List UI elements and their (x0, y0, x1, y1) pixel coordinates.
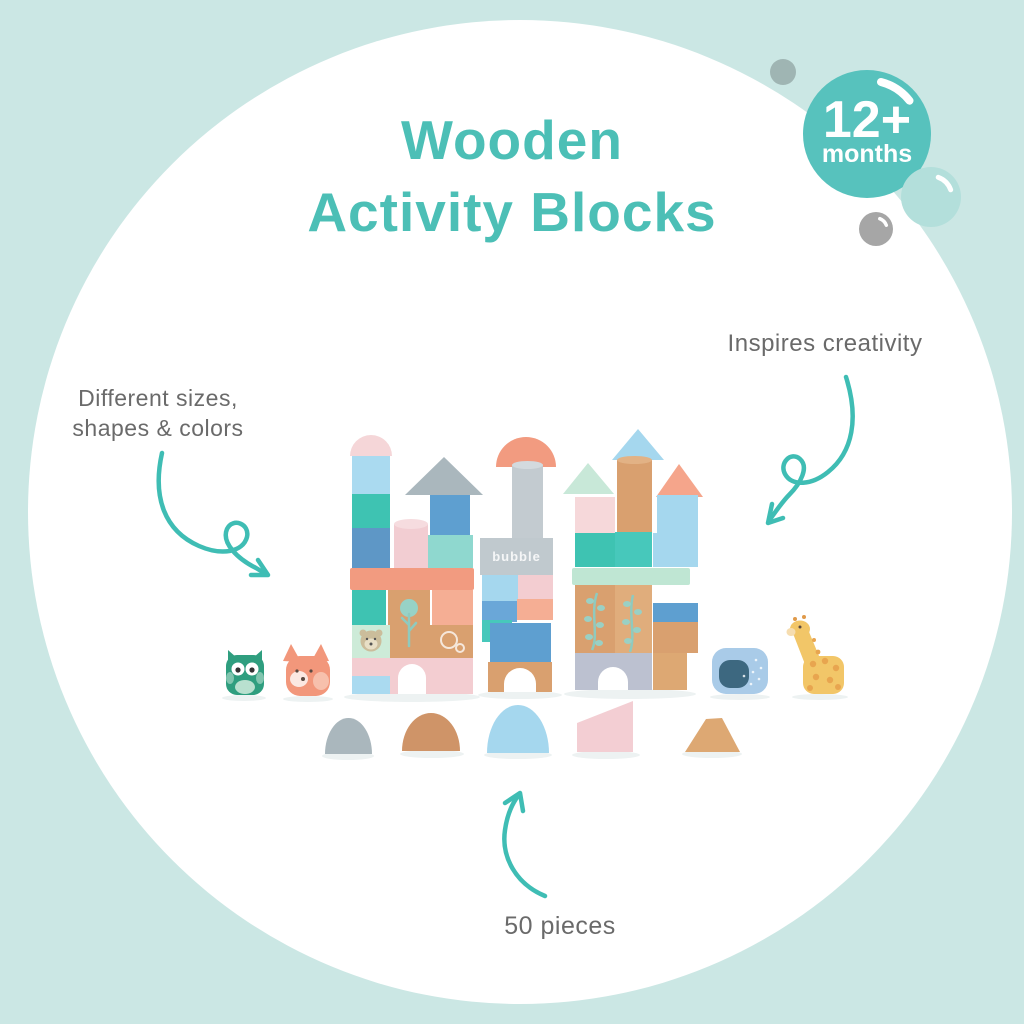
brand-logo-block: bubble (480, 538, 553, 575)
age-badge-age: 12+ (823, 91, 911, 149)
owl-figure (226, 650, 264, 695)
leaf-print-icon (584, 592, 605, 651)
callout-piece-count: 50 pieces (504, 912, 616, 940)
wedge-block-wood (685, 718, 740, 752)
tower-right (563, 429, 703, 690)
tower-left (350, 435, 483, 694)
fox-figure (283, 644, 330, 696)
callout-sizes-shapes: Different sizes, shapes & colors (38, 383, 278, 443)
arrow-right-curved-icon (765, 374, 855, 526)
giraffe-figure (786, 615, 844, 694)
bear-print-icon (359, 629, 383, 652)
bubble-decorations (770, 59, 961, 246)
half-cylinder-block-wood (402, 713, 460, 751)
callout-creativity: Inspires creativity (727, 330, 923, 357)
ground-shadows (222, 689, 848, 760)
tree-print-icon (400, 599, 418, 648)
bubble-teal-shine-icon (935, 174, 954, 193)
rattle-print-icon (440, 631, 465, 653)
age-badge-unit: months (822, 140, 912, 168)
blocks-castle-photo: bubble (222, 429, 848, 760)
badge-shine-arc-icon (877, 78, 914, 105)
bubble-teal-icon (901, 167, 961, 227)
title-line-1: Wooden (401, 109, 623, 171)
age-badge-circle (803, 70, 931, 198)
age-badge: 12+ months (803, 70, 931, 198)
leaf-print-icon (622, 594, 642, 653)
wedge-block-pink (577, 701, 633, 752)
arch-block-gray (325, 718, 372, 754)
elephant-figure (712, 648, 768, 694)
arrow-left-curved-icon (156, 450, 271, 578)
tower-middle: bubble (480, 437, 556, 692)
arrow-bottom-curved-icon (502, 790, 548, 899)
title-line-2: Activity Blocks (307, 181, 717, 243)
page-title: Wooden Activity Blocks (0, 104, 1024, 248)
bubble-gray-shine-icon (878, 216, 889, 227)
callout-left-line-1: Different sizes, (78, 385, 238, 411)
half-dome-block-blue (487, 705, 549, 753)
bubble-small-icon (770, 59, 796, 85)
brand-logo-text: bubble (492, 549, 541, 564)
callout-arrows (156, 374, 855, 899)
bubble-gray-icon (859, 212, 893, 246)
loose-blocks (325, 701, 740, 754)
callout-left-line-2: shapes & colors (72, 415, 244, 441)
